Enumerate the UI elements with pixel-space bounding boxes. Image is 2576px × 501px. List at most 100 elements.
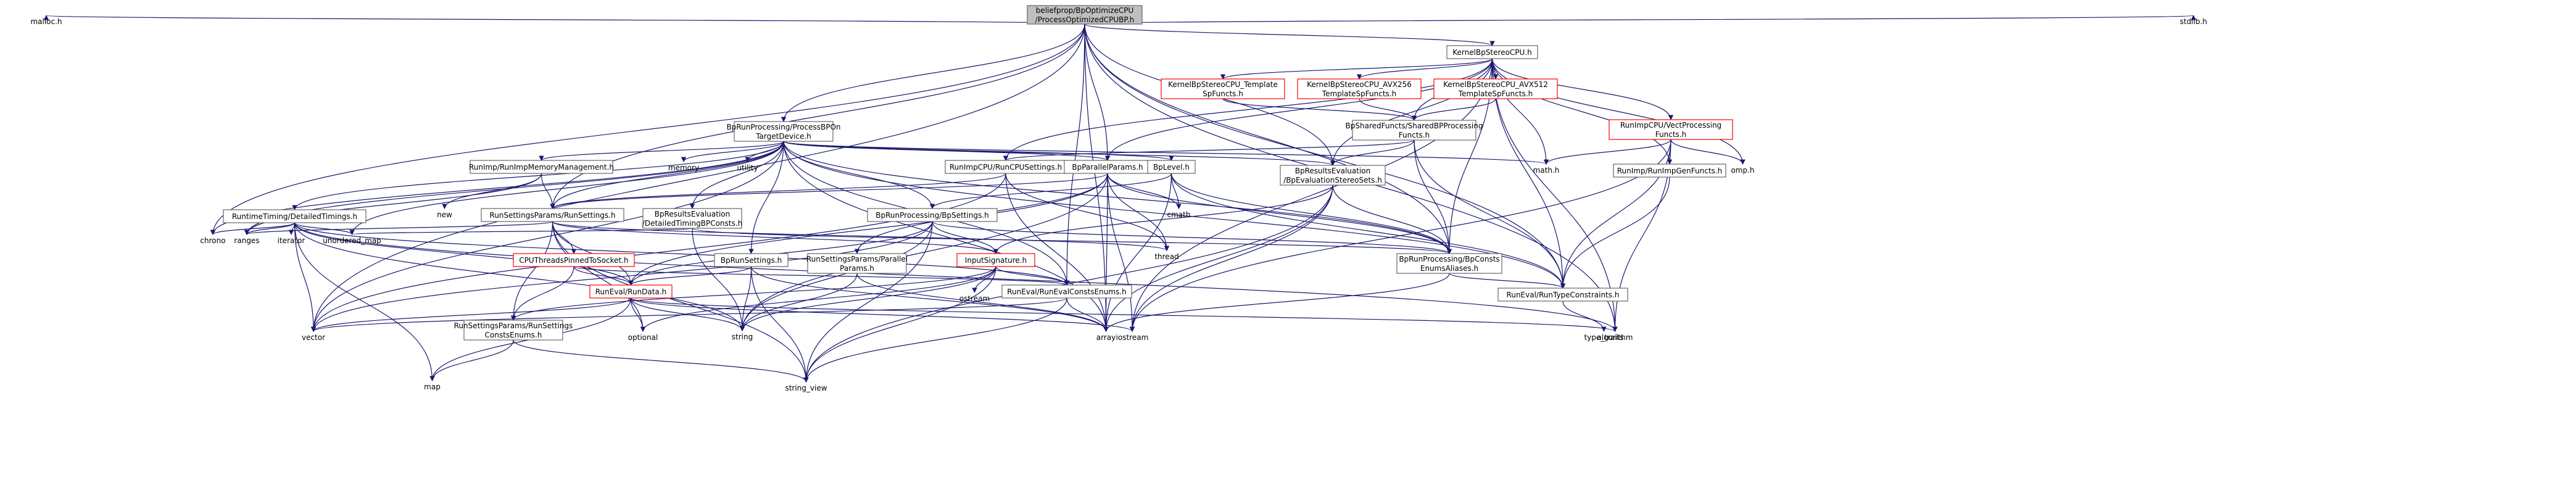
edge-root-to-evalconsts xyxy=(1064,23,1085,286)
edge-processbp-to-bplevel xyxy=(783,141,1174,161)
edge-rundata-to-optional xyxy=(630,297,646,332)
node-avx512-label-line-0: KernelBpStereoCPU_AVX512 xyxy=(1443,80,1548,89)
node-math-label-line-0: math.h xyxy=(1533,166,1560,175)
node-rundata-box xyxy=(589,284,673,299)
node-bpsettings[interactable]: BpRunProcessing/BpSettings.h xyxy=(867,208,998,222)
edge-root-to-constsenums xyxy=(1084,23,1452,254)
edge-evalconsts-to-string_view xyxy=(803,297,1067,383)
node-stdlib: stdlib.h xyxy=(2180,17,2207,26)
node-kernel[interactable]: KernelBpStereoCPU.h xyxy=(1446,45,1538,59)
node-evalstereo[interactable]: BpResultsEvaluation/BpEvaluationStereoSe… xyxy=(1280,165,1386,186)
node-kspf-box xyxy=(1161,78,1285,99)
node-rundata[interactable]: RunEval/RunData.h xyxy=(589,284,673,299)
edge-constsenums-to-array xyxy=(1103,273,1450,332)
edge-avx512-to-sharedbp xyxy=(1411,98,1496,121)
node-root[interactable]: beliefprop/BpOptimizeCPU/ProcessOptimize… xyxy=(1027,5,1143,25)
node-iterator-label-line-0: iterator xyxy=(278,236,305,245)
node-omp: omp.h xyxy=(1731,166,1754,175)
node-evalconsts[interactable]: RunEval/RunEvalConstsEnums.h xyxy=(1001,284,1132,299)
edge-processbp-to-evalstereo xyxy=(783,141,1335,166)
edge-root-to-processbp xyxy=(781,23,1085,122)
node-thread-label-line-0: thread xyxy=(1154,252,1178,261)
edge-parallelsettings-to-array xyxy=(856,273,1109,332)
node-evalconsts-label-line-0: RunEval/RunEvalConstsEnums.h xyxy=(1007,288,1127,296)
edge-bpsettings-to-inputsig xyxy=(932,221,999,254)
node-settingsconsts[interactable]: RunSettingsParams/RunSettingsConstsEnums… xyxy=(454,320,573,341)
node-avx512[interactable]: KernelBpStereoCPU_AVX512TemplateSpFuncts… xyxy=(1433,78,1558,99)
edge-detailedtimings-to-map xyxy=(294,222,435,381)
node-vector: vector xyxy=(302,333,325,342)
node-memmgmt[interactable]: RunImp/RunImpMemoryManagement.h xyxy=(469,160,614,174)
edge-kspf-to-sharedbp xyxy=(1222,98,1417,121)
edge-genfuncts-to-typeconstraints xyxy=(1560,176,1670,289)
edge-bpsettings-to-constsenums xyxy=(932,221,1452,254)
node-sharedbp[interactable]: BpSharedFuncts/SharedBPProcessingFuncts.… xyxy=(1346,120,1483,141)
node-timingconsts[interactable]: BpResultsEvaluation/DetailedTimingBPCons… xyxy=(642,208,742,229)
node-genfuncts-box xyxy=(1613,164,1726,178)
node-string-label-line-0: string xyxy=(732,333,753,341)
edge-root-to-vector xyxy=(310,23,1085,332)
edge-inputsig-to-string_view xyxy=(803,266,996,383)
edge-root-to-chrono xyxy=(210,23,1085,235)
node-detailedtimings[interactable]: RuntimeTiming/DetailedTimings.h xyxy=(223,209,367,223)
node-threadpin[interactable]: CPUThreadsPinnedToSocket.h xyxy=(513,253,635,267)
edge-processbp-to-constsenums xyxy=(783,141,1452,254)
node-typeconstraints[interactable]: RunEval/RunTypeConstraints.h xyxy=(1497,288,1628,302)
edge-rundata-to-string xyxy=(630,297,745,331)
node-threadpin-box xyxy=(513,253,635,267)
node-vector-label-line-0: vector xyxy=(302,333,325,342)
edge-root-to-typeconstraints xyxy=(1084,23,1566,289)
edge-sharedbp-to-constsenums xyxy=(1414,139,1452,254)
node-detailedtimings-box xyxy=(223,209,367,223)
edge-bplevel-to-typeconstraints xyxy=(1170,173,1566,289)
node-parallelsettings[interactable]: RunSettingsParams/ParallelParams.h xyxy=(806,253,908,274)
node-avx256[interactable]: KernelBpStereoCPU_AVX256TemplateSpFuncts… xyxy=(1297,78,1422,99)
node-memmgmt-label-line-0: RunImp/RunImpMemoryManagement.h xyxy=(469,163,614,172)
edge-evalstereo-to-inputsig xyxy=(993,184,1333,254)
node-timingconsts-label-line-0: BpResultsEvaluation xyxy=(655,210,731,218)
node-utility-label-line-0: utility xyxy=(737,164,758,172)
edge-evalstereo-to-constsenums xyxy=(1332,184,1452,254)
edge-evalconsts-to-array xyxy=(1066,297,1109,332)
edge-processbp-to-memmgmt xyxy=(539,141,784,161)
node-threadpin-label-line-0: CPUThreadsPinnedToSocket.h xyxy=(519,256,628,265)
edge-timingconsts-to-unordered xyxy=(350,228,693,235)
node-rundata-label-line-0: RunEval/RunData.h xyxy=(595,288,667,296)
node-ranges: ranges xyxy=(234,236,259,245)
edge-detailedtimings-to-ranges xyxy=(244,222,296,235)
node-avx256-label-line-1: TemplateSpFuncts.h xyxy=(1322,89,1396,98)
node-avx256-box xyxy=(1297,78,1422,99)
node-cpusettings[interactable]: RunImpCPU/RunCPUSettings.h xyxy=(945,160,1067,174)
edge-detailedtimings-to-evalconsts xyxy=(294,222,1070,286)
node-inputsig-label-line-0: InputSignature.h xyxy=(965,256,1027,265)
node-genfuncts[interactable]: RunImp/RunImpGenFuncts.h xyxy=(1613,164,1726,178)
node-array-label-line-0: array xyxy=(1096,333,1116,342)
node-bplevel[interactable]: BpLevel.h xyxy=(1147,160,1196,174)
node-cpusettings-label-line-0: RunImpCPU/RunCPUSettings.h xyxy=(950,163,1062,172)
node-inputsig[interactable]: InputSignature.h xyxy=(956,253,1035,267)
node-avx512-label-line-1: TemplateSpFuncts.h xyxy=(1458,89,1533,98)
node-map: map xyxy=(424,383,441,391)
node-memmgmt-box xyxy=(470,160,613,174)
node-bprunsettings[interactable]: BpRunSettings.h xyxy=(714,253,789,267)
edge-bplevel-to-bpsettings xyxy=(929,173,1172,209)
node-processbp[interactable]: BpRunProcessing/ProcessBPOnTargetDevice.… xyxy=(726,121,841,142)
node-evalconsts-box xyxy=(1001,284,1132,299)
node-vect-label-line-0: RunImpCPU/VectProcessing xyxy=(1620,121,1721,130)
node-bplevel-label-line-0: BpLevel.h xyxy=(1153,163,1190,172)
node-kspf[interactable]: KernelBpStereoCPU_TemplateSpFuncts.h xyxy=(1161,78,1285,99)
node-map-label-line-0: map xyxy=(424,383,441,391)
node-vect-label-line-1: Functs.h xyxy=(1655,130,1686,139)
node-parallel[interactable]: BpParallelParams.h xyxy=(1064,160,1151,174)
edge-settingsconsts-to-map xyxy=(429,339,514,381)
edge-parallelsettings-to-string xyxy=(739,273,858,331)
node-runsettings[interactable]: RunSettingsParams/RunSettings.h xyxy=(481,208,624,222)
edge-bprunsettings-to-array xyxy=(750,266,1109,332)
node-sharedbp-box xyxy=(1352,120,1476,141)
node-settingsconsts-label-line-1: ConstsEnums.h xyxy=(485,331,542,339)
edge-bplevel-to-array xyxy=(1103,173,1172,332)
node-parallelsettings-label-line-0: RunSettingsParams/Parallel xyxy=(806,255,908,263)
node-string: string xyxy=(732,333,753,341)
